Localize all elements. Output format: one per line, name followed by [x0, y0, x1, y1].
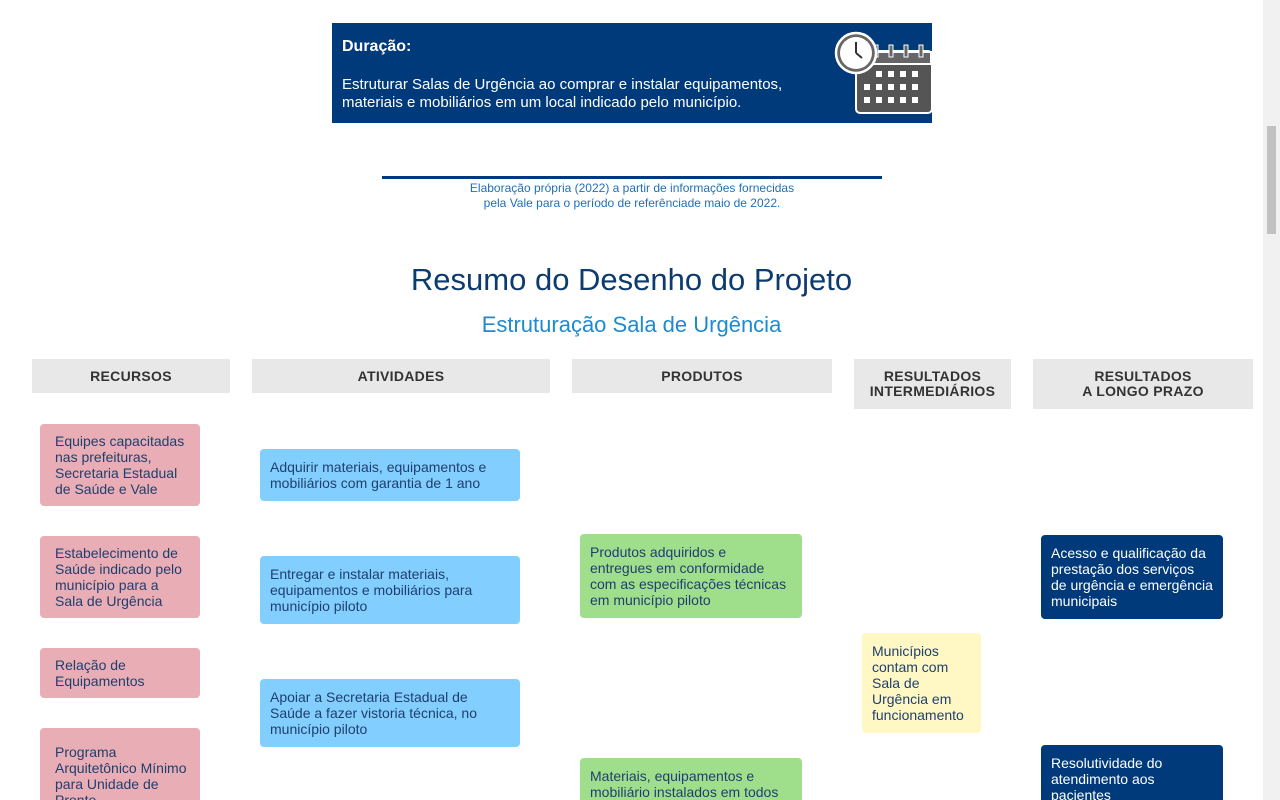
recurso-card: Relação de Equipamentos	[40, 648, 200, 698]
recurso-card: Equipes capacitadas nas prefeituras, Sec…	[40, 424, 200, 506]
resultado-longo-prazo-card: Acesso e qualificação da prestação dos s…	[1041, 535, 1223, 619]
column-header-atividades: ATIVIDADES	[252, 359, 550, 393]
source-line-1: Elaboração própria (2022) a partir de in…	[469, 181, 795, 195]
scrollbar-thumb[interactable]	[1267, 126, 1276, 234]
calendar-clock-icon	[834, 31, 932, 114]
source-divider	[382, 176, 882, 179]
column-header-resultados-longo-prazo: RESULTADOS A LONGO PRAZO	[1033, 359, 1253, 409]
page-title: Resumo do Desenho do Projeto	[410, 262, 853, 297]
produto-card: Materiais, equipamentos e mobiliário ins…	[580, 758, 802, 800]
resultado-intermediario-card: Municípios contam com Sala de Urgência e…	[862, 633, 981, 733]
column-header-recursos: RECURSOS	[32, 359, 230, 393]
resultado-longo-prazo-card: Resolutividade do atendimento aos pacien…	[1041, 745, 1223, 800]
duration-title: Duração:	[342, 38, 412, 55]
produto-card: Produtos adquiridos e entregues em confo…	[580, 534, 802, 618]
vertical-scrollbar[interactable]	[1263, 0, 1280, 800]
column-header-resultados-intermediarios: RESULTADOS INTERMEDIÁRIOS	[854, 359, 1011, 409]
atividade-card: Entregar e instalar materiais, equipamen…	[260, 556, 520, 624]
recurso-card: Estabelecimento de Saúde indicado pelo m…	[40, 536, 200, 618]
recurso-card: Programa Arquitetônico Mínimo para Unida…	[40, 728, 200, 800]
duration-banner: Duração: Estruturar Salas de Urgência ao…	[332, 23, 932, 123]
column-header-produtos: PRODUTOS	[572, 359, 832, 393]
duration-text: Estruturar Salas de Urgência ao comprar …	[342, 76, 783, 111]
page-subtitle: Estruturação Sala de Urgência	[481, 312, 782, 337]
source-line-2: pela Vale para o período de referênciade…	[483, 196, 781, 210]
source-note: Elaboração própria (2022) a partir de in…	[382, 181, 882, 211]
atividade-card: Adquirir materiais, equipamentos e mobil…	[260, 449, 520, 501]
atividade-card: Apoiar a Secretaria Estadual de Saúde a …	[260, 679, 520, 747]
